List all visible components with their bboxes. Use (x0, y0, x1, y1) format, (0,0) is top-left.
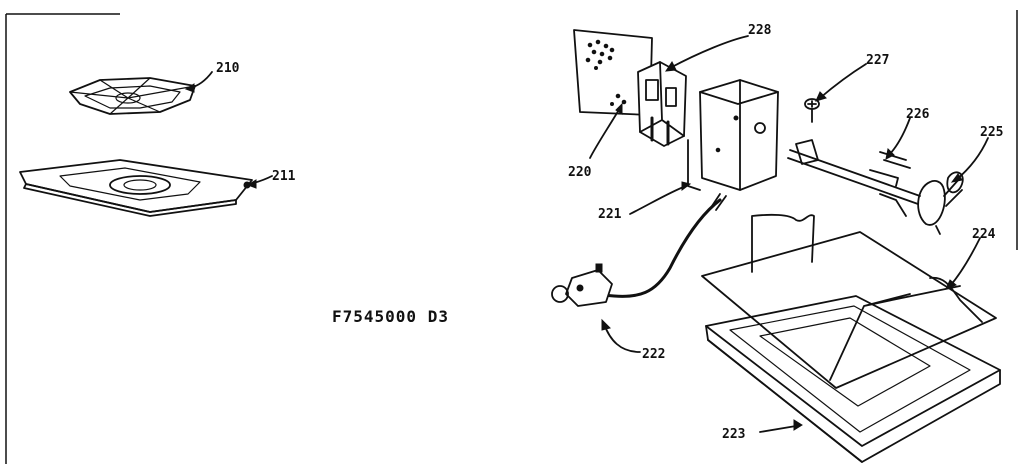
label-221: 221 (598, 207, 622, 222)
part-228-connector-block (637, 61, 687, 147)
part-224-wire-rack (701, 213, 997, 389)
part-210-grate (69, 77, 196, 115)
label-227: 227 (866, 53, 889, 68)
label-223: 223 (722, 427, 745, 442)
model-code: F7545000 D3 (332, 307, 449, 326)
label-228: 228 (748, 23, 772, 38)
label-220: 220 (568, 165, 592, 180)
leader-lines (184, 35, 989, 433)
part-221-motor-box (687, 79, 779, 191)
part-211-drip-tray (19, 159, 253, 217)
label-210: 210 (216, 61, 240, 76)
part-223-broiler-pan (705, 295, 1001, 463)
part-226-spit-rod (787, 139, 921, 217)
label-224: 224 (972, 227, 996, 242)
label-211: 211 (272, 169, 296, 184)
part-227-screw (804, 98, 820, 123)
label-225: 225 (980, 125, 1003, 140)
label-222: 222 (642, 347, 665, 362)
part-222-power-cord (551, 193, 727, 307)
label-226: 226 (906, 107, 930, 122)
